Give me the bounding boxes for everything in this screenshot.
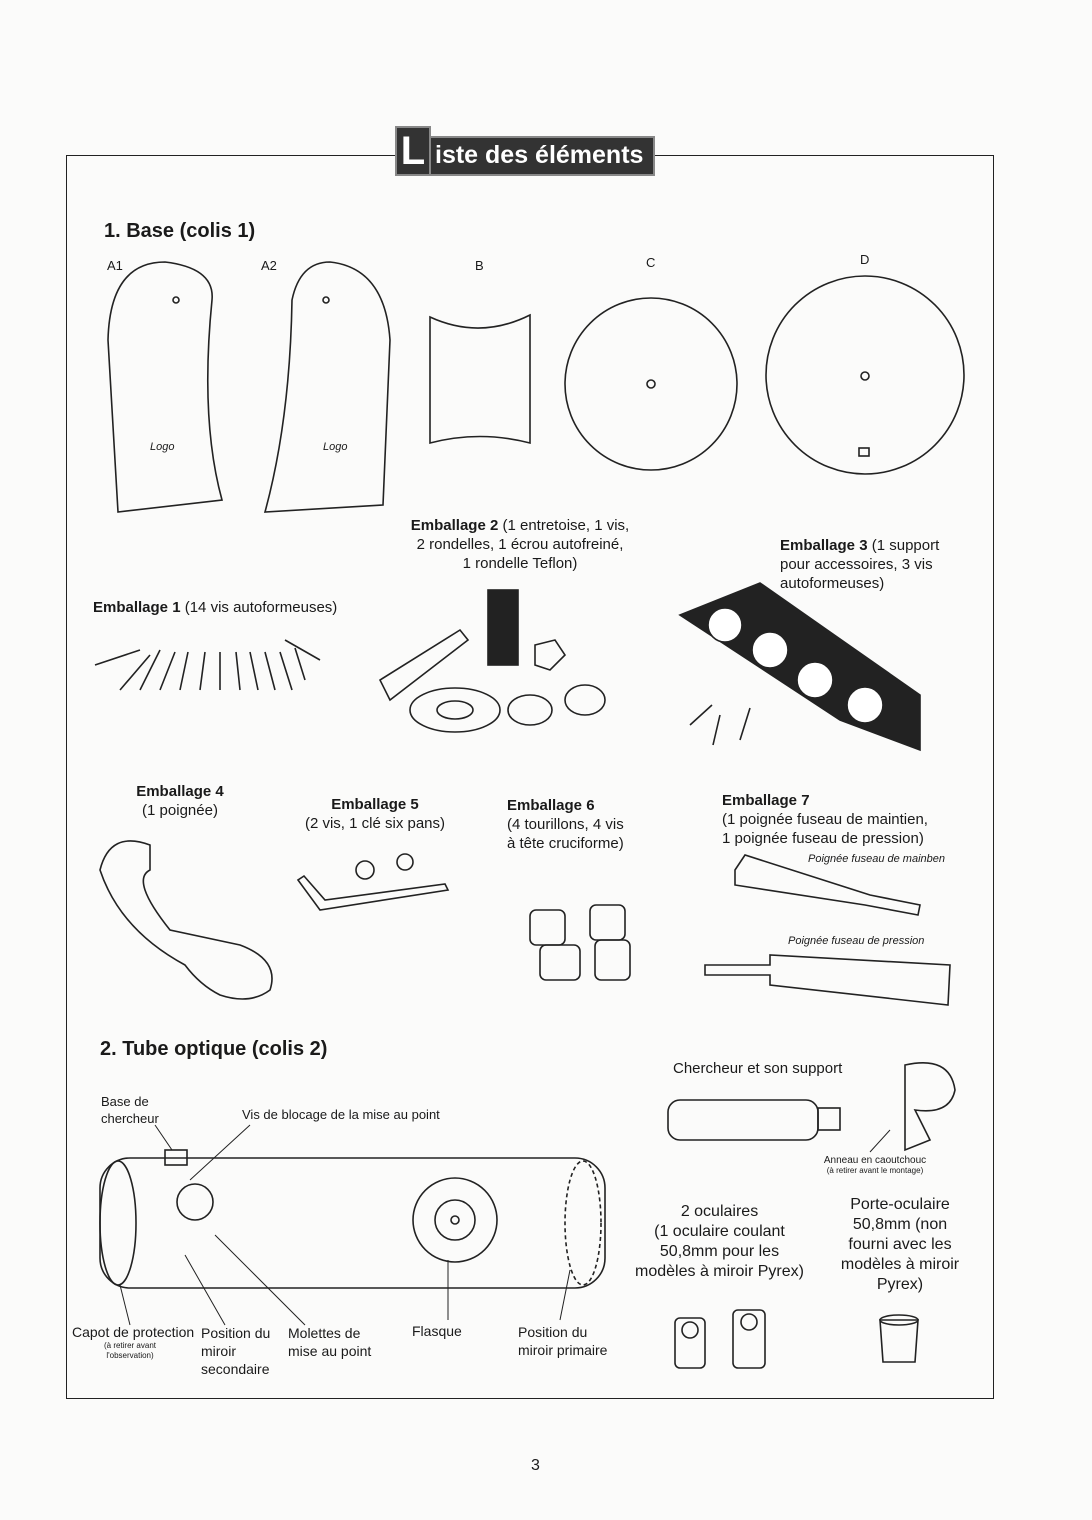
label-d: D: [860, 252, 870, 267]
flasque-label: Flasque: [412, 1323, 462, 1339]
finder-label: Chercheur et son support: [673, 1060, 843, 1077]
handle-maintien-label: Poignée fuseau de mainben: [808, 853, 945, 865]
logo-label-a2: Logo: [323, 441, 348, 453]
label-c: C: [646, 255, 656, 270]
banner-title: iste des éléments: [431, 136, 656, 176]
base-disc-c: [564, 297, 738, 471]
label-a2: A2: [261, 258, 277, 273]
finder-scope: [667, 1061, 956, 1152]
cap-label: Capot de protection: [72, 1324, 195, 1340]
package-2-label: Emballage 2 (1 entretoise, 1 vis,2 ronde…: [410, 517, 630, 572]
section-base-heading: 1. Base (colis 1): [104, 220, 256, 242]
label-a1: A1: [107, 258, 123, 273]
base-panel-a1: [107, 261, 224, 513]
package-4-label: Emballage 4(1 poignée): [136, 783, 224, 819]
banner-initial: L: [395, 126, 431, 176]
section-banner: L iste des éléments: [395, 126, 656, 176]
base-panel-a2: [263, 261, 391, 513]
focus-lock-label: Vis de blocage de la mise au point: [242, 1107, 440, 1122]
handle-maintien: [734, 854, 921, 916]
handle-pression-label: Poignée fuseau de pression: [788, 935, 925, 947]
handle-pression: [704, 954, 951, 1006]
label-b: B: [475, 258, 484, 273]
logo-label-a1: Logo: [150, 441, 175, 453]
focuser-drawing: [879, 1314, 919, 1363]
package-1-label: Emballage 1 (14 vis autoformeuses): [93, 599, 338, 616]
hex-key-and-screws: [296, 853, 450, 911]
package-2-parts: [378, 589, 606, 733]
package-7-label: Emballage 7(1 poignée fuseau de maintien…: [722, 792, 928, 847]
package-5-label: Emballage 5(2 vis, 1 clé six pans): [304, 796, 446, 832]
base-disc-d: [765, 275, 965, 475]
page-number: 3: [531, 1457, 540, 1474]
base-part-b: [429, 313, 531, 445]
ring-label: Anneau en caoutchouc(à retirer avant le …: [823, 1155, 927, 1176]
eyepieces-drawing: [674, 1309, 766, 1369]
handle-pack-4: [99, 840, 273, 1000]
accessory-tray: [678, 582, 921, 752]
optical-tube: [99, 1149, 606, 1289]
screws-pack-1: [94, 639, 321, 691]
trunnions: [529, 904, 631, 981]
section-tube-heading: 2. Tube optique (colis 2): [100, 1038, 328, 1060]
